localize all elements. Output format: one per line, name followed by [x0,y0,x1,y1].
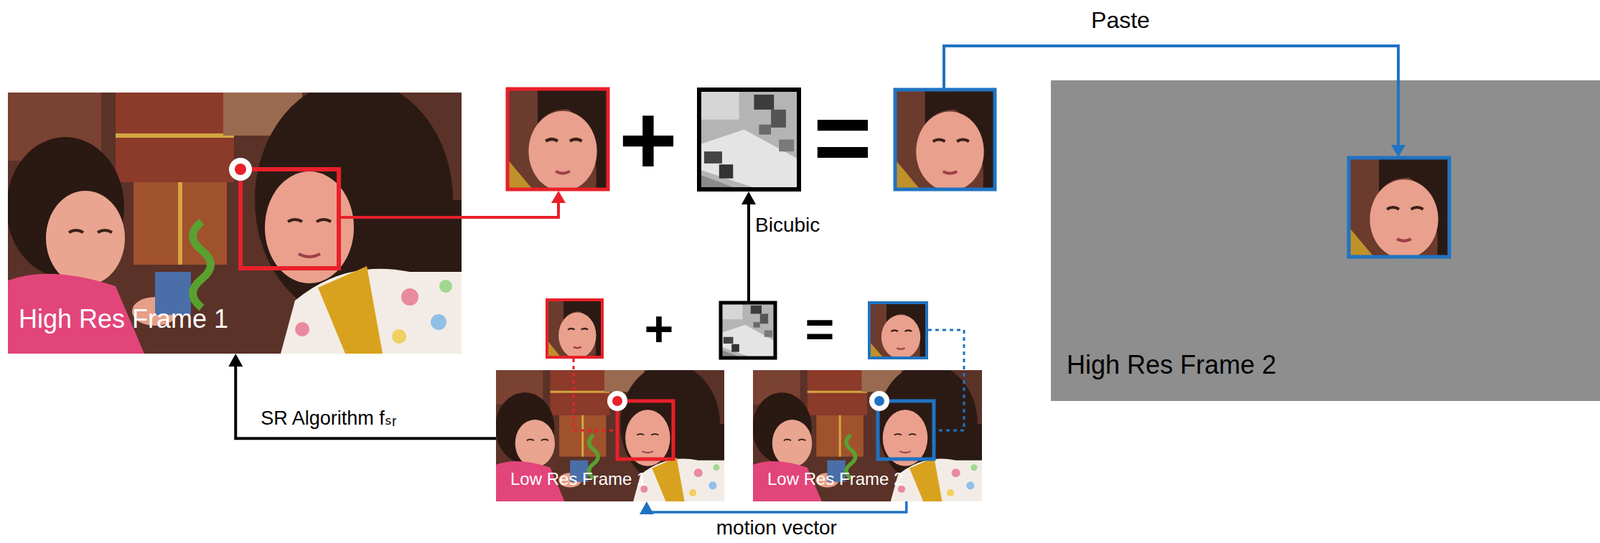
patch-border [546,300,603,358]
patch-box [877,401,934,460]
equals-sign: = [805,304,835,355]
anchor-dot [228,157,252,181]
upsample-arrow [747,203,751,302]
paste-arrow [943,45,1399,145]
patch-border [869,302,927,359]
connector [639,501,907,515]
frame-label: High Res Frame 2 [1066,350,1277,380]
photo [752,363,982,502]
anchor-dot [234,163,247,176]
arrow-head [741,191,756,205]
crop-arrow [338,202,559,218]
arrow-head [228,353,243,367]
plus-sign: + [644,304,675,355]
step-label: Bicubic [755,215,820,236]
connector-line [235,366,497,439]
equals-sign: = [813,87,873,189]
canvas-frame: High Res Frame 2 [1050,80,1600,402]
photo [495,363,725,502]
anchor-dot [874,396,885,407]
patch-box [617,401,674,460]
arrow-head [1391,144,1406,158]
plus-sign: + [618,89,678,191]
canvas [1050,80,1600,402]
patch-border [507,89,608,190]
leader-line [928,330,965,431]
residual-border [720,302,776,359]
arrow-head [551,190,566,204]
edge-label: SR Algorithm fₛᵣ [260,408,397,429]
patch [546,300,603,359]
patch [869,302,927,360]
edge-label: motion vector [716,517,837,539]
anchor-dot [607,391,628,412]
patch [507,89,608,192]
patch [895,89,995,192]
patch-border [895,89,995,190]
anchor-dot [612,396,623,407]
photo-frame: Low Res Frame 2 [752,370,982,502]
photo-frame: High Res Frame 1 [7,92,462,354]
connector-line [646,501,907,515]
leader-line [573,358,616,431]
residual-border [699,89,799,190]
connector [228,353,497,439]
step-label: Paste [1091,8,1150,32]
frame-label: Low Res Frame 2 [767,469,904,490]
frame-label: High Res Frame 1 [18,304,229,334]
patch-box [240,169,339,269]
residual [720,302,776,359]
anchor-dot [869,391,890,412]
patch [1348,157,1450,260]
residual [699,89,799,190]
photo-frame: Low Res Frame 1 [496,370,725,502]
frame-label: Low Res Frame 1 [510,469,647,490]
patch-border [1348,157,1450,257]
